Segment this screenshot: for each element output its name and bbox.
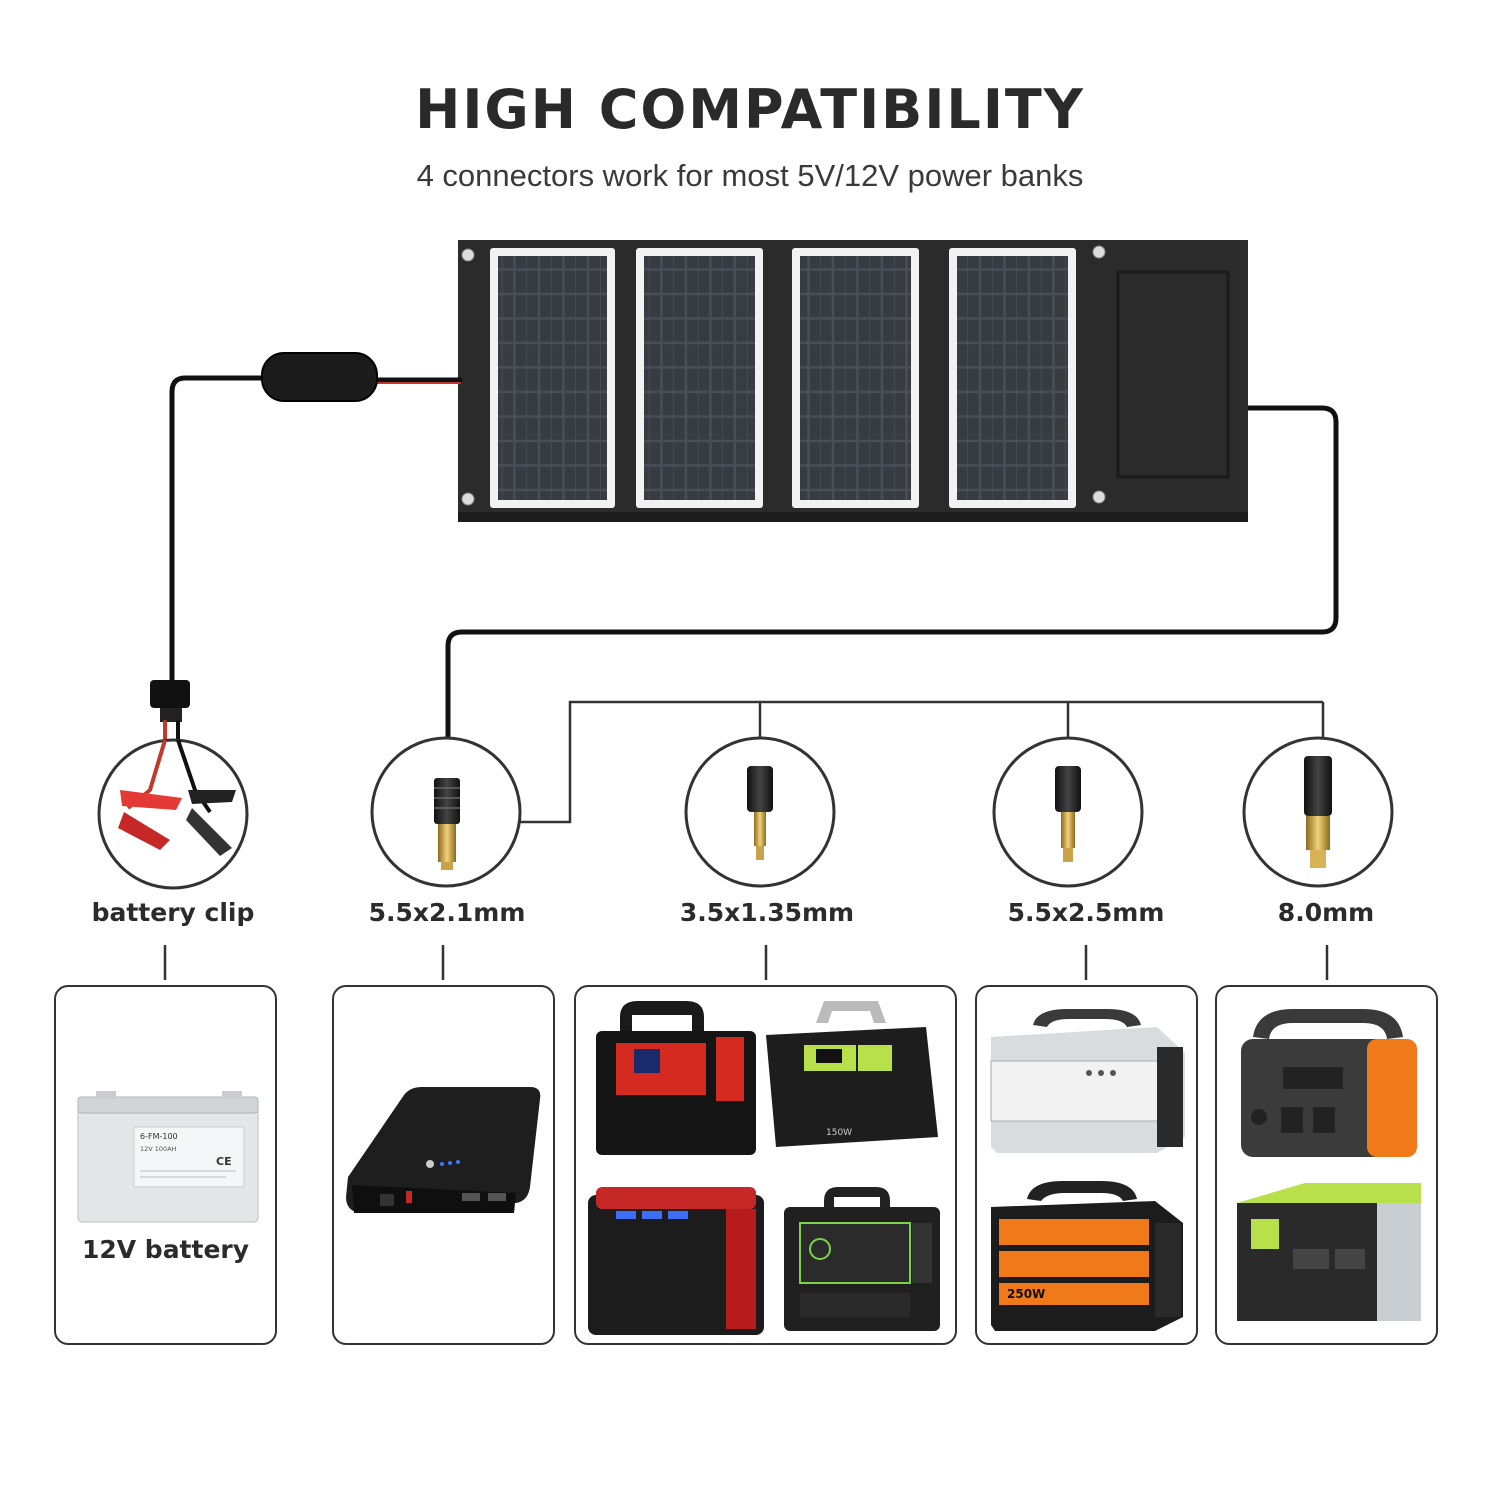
device-box-battery: 6-FM-100 12V 100AH CE 12V battery (54, 985, 277, 1345)
connector-tree-lines (520, 700, 1325, 824)
battery-rating-text: 12V 100AH (140, 1145, 177, 1153)
connector-circle-battery-clip (97, 738, 249, 890)
connector-label-5525: 5.5x2.5mm (1007, 898, 1165, 927)
device-box-stations-5525: 250W (975, 985, 1198, 1345)
cable-right (445, 405, 1339, 780)
power-station-red-icon (596, 1001, 756, 1155)
ce-mark: CE (216, 1155, 232, 1168)
cable-left (150, 352, 463, 742)
power-bank-icon (346, 1087, 541, 1213)
connector-circle-80 (1242, 736, 1394, 888)
power-station-150w-icon: 150W (766, 1001, 938, 1147)
connector-circle-5525 (992, 736, 1144, 888)
page-subtitle: 4 connectors work for most 5V/12V power … (416, 158, 1084, 193)
battery-model-text: 6-FM-100 (140, 1132, 178, 1141)
sae-connector (150, 680, 190, 708)
power-station-jackery-icon (1241, 1009, 1417, 1157)
power-station-red-black-icon (588, 1187, 764, 1335)
grommet-icon (1092, 245, 1106, 259)
grommet-icon (461, 492, 475, 506)
power-station-green-icon (784, 1187, 940, 1331)
solar-panel (458, 240, 1248, 522)
dc-plug-male-icon (434, 778, 460, 870)
device-box-power-bank (332, 985, 555, 1345)
solar-cell-3 (792, 248, 919, 508)
page-title: HIGH COMPATIBILITY (415, 78, 1085, 141)
device-box-stations-80 (1215, 985, 1438, 1345)
battery-clip-icon (118, 739, 236, 856)
charge-controller-box (261, 352, 378, 402)
grommet-icon (1092, 490, 1106, 504)
dc-adapter-icon (1055, 766, 1081, 862)
diagram-canvas (97, 240, 1394, 980)
dc-adapter-icon (1304, 756, 1332, 868)
usb-port-icon (462, 1193, 480, 1201)
leader-lines (163, 945, 1329, 980)
station-print-150w: 150W (826, 1128, 852, 1138)
agm-battery-icon: 6-FM-100 12V 100AH CE (77, 1091, 259, 1223)
grommet-icon (461, 248, 475, 262)
solar-cell-2 (636, 248, 763, 508)
battery-caption: 12V battery (81, 1235, 250, 1264)
solar-cell-1 (490, 248, 615, 508)
station-print-250w: 250W (1007, 1287, 1045, 1301)
solar-cell-4 (949, 248, 1076, 508)
stations-group: 150W (588, 1001, 940, 1335)
ac-outlet-icon (380, 1194, 394, 1206)
connector-label-80: 8.0mm (1277, 898, 1375, 927)
power-station-silver-icon (990, 1009, 1185, 1153)
usb-port-icon (488, 1193, 506, 1201)
connector-circle-5521 (370, 736, 522, 888)
connector-label-5521: 5.5x2.1mm (368, 898, 526, 927)
connector-label-35135: 3.5x1.35mm (679, 898, 855, 927)
power-station-orange-icon: 250W (991, 1181, 1183, 1331)
stations-group-5525: 250W (990, 1009, 1185, 1331)
device-box-stations-35135: 150W (574, 985, 957, 1345)
stations-group-80 (1237, 1009, 1421, 1321)
dc-adapter-icon (747, 766, 773, 860)
connector-circle-35135 (684, 736, 836, 888)
power-station-yeti-icon (1237, 1183, 1421, 1321)
panel-pocket (1116, 270, 1230, 479)
connector-label-battery-clip: battery clip (91, 898, 255, 927)
